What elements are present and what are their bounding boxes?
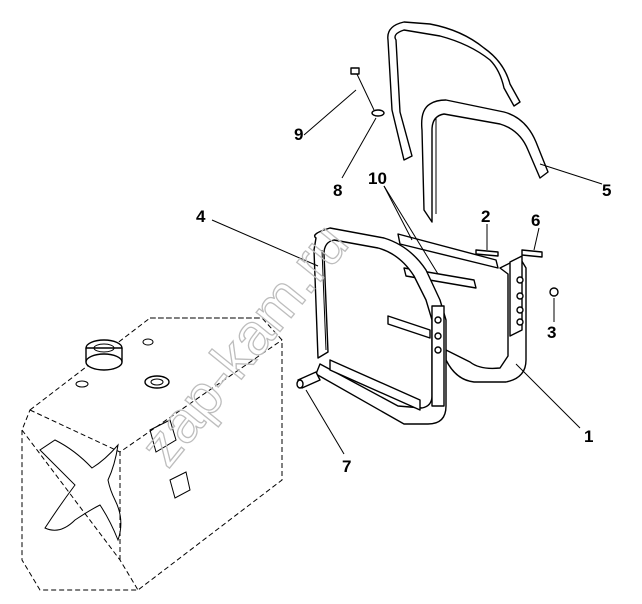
bolt-2 — [475, 249, 499, 257]
strap-5 — [420, 99, 549, 223]
callout-3: 3 — [547, 323, 556, 342]
bracket-1 — [445, 255, 527, 383]
callout-2: 2 — [481, 207, 490, 226]
upper-strap — [387, 21, 521, 161]
callout-10: 10 — [368, 169, 387, 188]
fuel-tank — [21, 317, 283, 591]
leader-lines — [211, 89, 603, 455]
washer-8 — [371, 109, 385, 117]
bolt-9 — [350, 67, 375, 111]
callout-9: 9 — [294, 125, 303, 144]
callout-1: 1 — [584, 427, 593, 446]
callout-8: 8 — [333, 181, 342, 200]
callout-labels: 1 2 3 4 5 6 7 8 9 10 — [196, 125, 611, 476]
spacer-7 — [296, 371, 321, 389]
bracket-4 — [313, 227, 447, 425]
nut-3 — [549, 287, 559, 297]
sender-flange — [144, 375, 170, 389]
bolt-6 — [521, 249, 543, 258]
callout-6: 6 — [531, 211, 540, 230]
callout-7: 7 — [342, 457, 351, 476]
callout-5: 5 — [602, 181, 611, 200]
filler-cap — [85, 339, 123, 371]
callout-4: 4 — [196, 207, 206, 226]
